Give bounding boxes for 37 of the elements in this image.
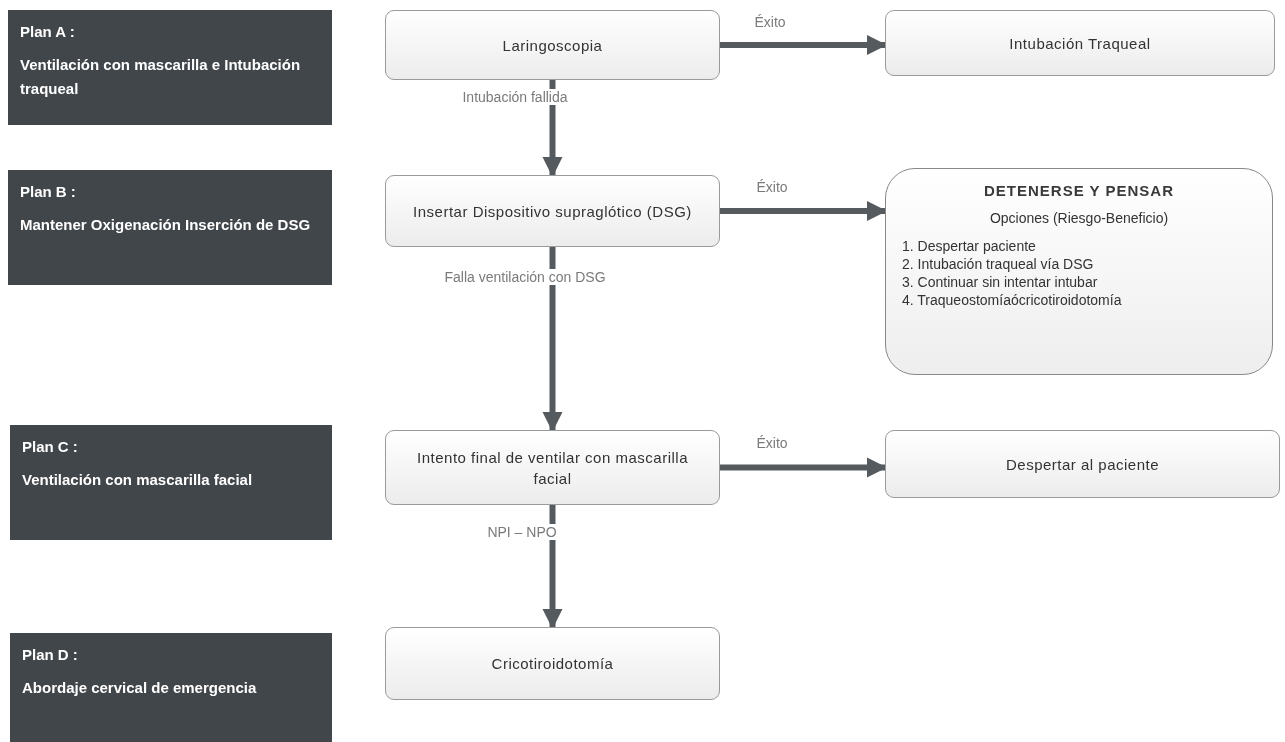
- step-label: Insertar Dispositivo supraglótico (DSG): [413, 201, 692, 222]
- plan-banner: [8, 170, 332, 285]
- plan-heading: Plan C :: [22, 437, 79, 457]
- edge-label: Éxito: [752, 14, 788, 30]
- plan-description: Abordaje cervical de emergencia: [22, 678, 258, 699]
- plan-banner: [10, 633, 332, 742]
- option-item: 4. Traqueostomíaócricotiroidotomía: [902, 291, 1123, 310]
- edge-label: Éxito: [754, 179, 790, 195]
- process-box: [385, 175, 720, 247]
- step-label: Laringoscopia: [502, 35, 603, 56]
- process-box: [885, 430, 1280, 498]
- plan-description: Ventilación con mascarilla e Intubación traqueal: [20, 55, 302, 99]
- process-box: [385, 430, 720, 505]
- plan-heading: Plan D :: [22, 645, 79, 665]
- edge-label: NPI – NPO: [485, 524, 559, 540]
- option-item: 1. Despertar paciente: [902, 236, 1037, 255]
- option-item: 2. Intubación traqueal vía DSG: [902, 254, 1095, 274]
- edge-label: Éxito: [754, 435, 790, 451]
- options-box: [885, 168, 1273, 375]
- box-subheading: Opciones (Riesgo-Beneficio): [988, 208, 1170, 227]
- edge-label: Intubación fallida: [460, 89, 570, 105]
- plan-description: Ventilación con mascarilla facial: [22, 470, 254, 491]
- plan-banner: [8, 10, 332, 125]
- step-label: Cricotiroidotomía: [491, 654, 614, 674]
- process-box: [385, 10, 720, 80]
- edge-label: Falla ventilación con DSG: [442, 269, 608, 285]
- plan-banner: [10, 425, 332, 540]
- plan-description: Mantener Oxigenación Inserción de DSG: [20, 215, 312, 236]
- step-label: Despertar al paciente: [1005, 454, 1160, 475]
- option-item: 3. Continuar sin intentar intubar: [902, 273, 1099, 292]
- step-label: Intento final de ventilar con mascarilla facial: [416, 447, 689, 489]
- plan-heading: Plan A :: [20, 22, 76, 42]
- box-heading: DETENERSE Y PENSAR: [983, 181, 1175, 201]
- step-label: Intubación Traqueal: [1009, 33, 1151, 54]
- plan-heading: Plan B :: [20, 182, 77, 202]
- process-box: [385, 627, 720, 700]
- process-box: [885, 10, 1275, 76]
